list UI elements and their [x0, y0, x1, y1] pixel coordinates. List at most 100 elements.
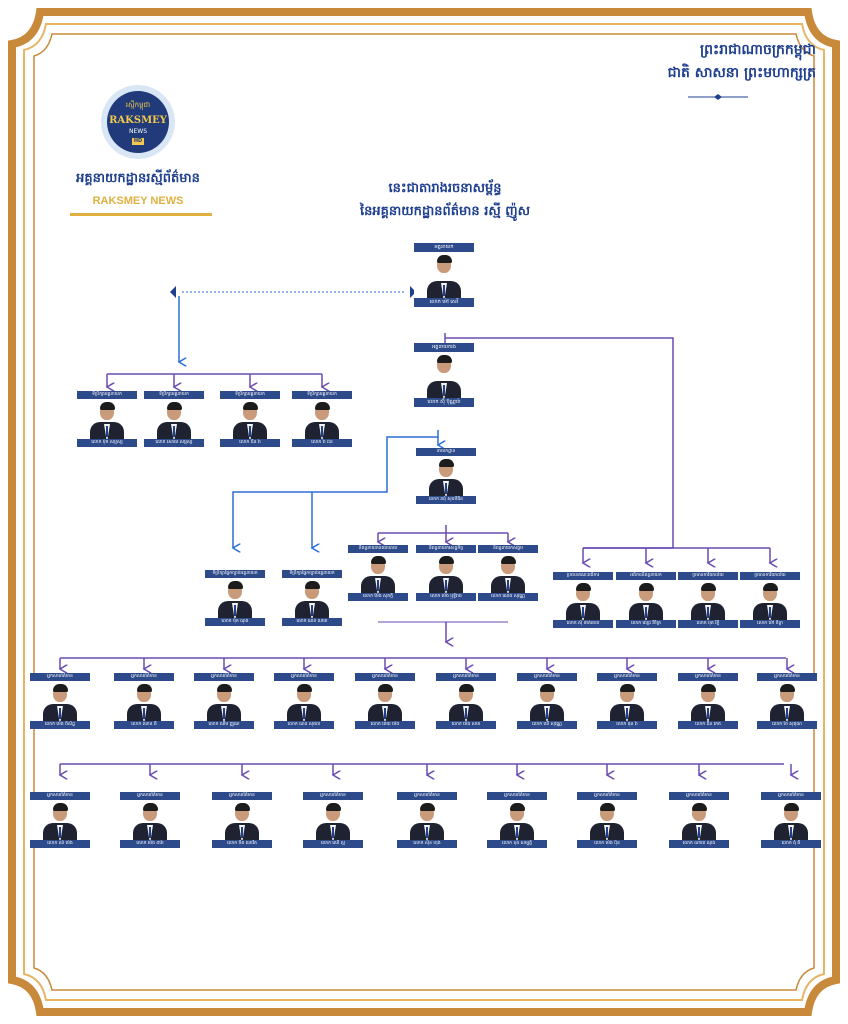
- staff-name: លោក ឈឹម ញ្ញណ: [194, 721, 254, 729]
- staff-name: លោក ម៉េង ឫទ្ធិរាជ: [416, 593, 476, 601]
- staff-card-reporter-b8: អ្នកសារព័ត៌មានលោក ណាយ ណុង: [669, 792, 729, 848]
- staff-card-reporter-a1: អ្នកសារព័ត៌មានលោក ម៉េង ពិសិដ្ឋ: [30, 673, 90, 729]
- staff-photo: [740, 580, 800, 620]
- staff-photo: [553, 580, 613, 620]
- staff-name: លោក ម៉េង ពិសិដ្ឋ: [30, 721, 90, 729]
- staff-card-legal-advisor-1: ទីប្រឹក្សាផ្នែកច្បាប់អគ្គនាយកលោក ម៉ុក ណុ…: [205, 570, 265, 626]
- staff-card-legal-advisor-2: ទីប្រឹក្សាផ្នែកច្បាប់អគ្គនាយកលោក ណន់ ណារ…: [282, 570, 342, 626]
- staff-card-deputy-director: អគ្គនាយករងលោក ស៊ុំ ប៊ុណ្ណារ៉ា: [414, 343, 474, 407]
- staff-card-reporter-b4: អ្នកសារព័ត៌មានលោក ឈើ ល្អ: [303, 792, 363, 848]
- staff-card-inspector-4: ប្រធានការិយាល័យលោក ម៉ៅ ចិន្តា: [740, 572, 800, 628]
- staff-role: ទីប្រឹក្សាអគ្គនាយក: [144, 391, 204, 399]
- staff-name: លោក ម៉ៅ សេរី: [414, 298, 474, 307]
- staff-role: អ្នកសារព័ត៌មាន: [114, 673, 174, 681]
- staff-card-reporter-a3: អ្នកសារព័ត៌មានលោក ឈឹម ញ្ញណ: [194, 673, 254, 729]
- staff-name: លោក ស៊ុ ផាត់ឆាយ: [553, 620, 613, 628]
- staff-photo: [120, 800, 180, 840]
- staff-photo: [274, 681, 334, 721]
- staff-card-advisor-3: ទីប្រឹក្សាអគ្គនាយកលោក ជិន រ៉ា: [220, 391, 280, 447]
- staff-card-reporter-b7: អ្នកសារព័ត៌មានលោក ម៉េង ប៊ុន: [577, 792, 637, 848]
- staff-photo: [517, 681, 577, 721]
- staff-role: អ្នកសារព័ត៌មាន: [517, 673, 577, 681]
- staff-role: អ្នកសារព័ត៌មាន: [120, 792, 180, 800]
- staff-card-advisor-4: ទីប្រឹក្សាអគ្គនាយកលោក រ៉ា ជន: [292, 391, 352, 447]
- staff-card-reporter-a5: អ្នកសារព័ត៌មានលោក ពេយ ម៉េង: [355, 673, 415, 729]
- staff-photo: [303, 800, 363, 840]
- staff-card-reporter-b2: អ្នកសារព័ត៌មានលោក ម៉េង ដារ៉ា: [120, 792, 180, 848]
- staff-photo: [669, 800, 729, 840]
- staff-name: លោក ឈុំ សុខមីធីន: [416, 496, 476, 504]
- staff-card-inspector-1: ប្រធានគណៈអធិការលោក ស៊ុ ផាត់ឆាយ: [553, 572, 613, 628]
- staff-name: លោក ឃើ សុវណ្ណ: [517, 721, 577, 729]
- staff-photo: [348, 553, 408, 593]
- staff-photo: [416, 553, 476, 593]
- staff-name: លោក ថិត ឈាវិត: [212, 840, 272, 848]
- staff-card-reporter-a7: អ្នកសារព័ត៌មានលោក ឃើ សុវណ្ណ: [517, 673, 577, 729]
- staff-name: លោក ណន់ ណារា: [282, 618, 342, 626]
- staff-photo: [30, 681, 90, 721]
- staff-name: លោក ថៃ សុគុណ: [757, 721, 817, 729]
- staff-card-reporter-b3: អ្នកសារព័ត៌មានលោក ថិត ឈាវិត: [212, 792, 272, 848]
- brand-name-khmer: អគ្គនាយកដ្ឋានរស្មីព័ត៌មាន: [76, 171, 200, 186]
- staff-photo: [757, 681, 817, 721]
- staff-role: អ្នកសារព័ត៌មាន: [577, 792, 637, 800]
- staff-role: អ្នកសារព័ត៌មាន: [757, 673, 817, 681]
- staff-role: ប្រធានគណៈអធិការ: [553, 572, 613, 580]
- staff-photo: [144, 399, 204, 439]
- staff-photo: [414, 252, 474, 298]
- staff-photo: [397, 800, 457, 840]
- staff-name: លោក មុត រិទ្ធី: [678, 620, 738, 628]
- staff-photo: [212, 800, 272, 840]
- staff-role: អធិការនិពន្ធនាយក: [616, 572, 676, 580]
- staff-role: ទីប្រឹក្សាអគ្គនាយក: [77, 391, 137, 399]
- staff-card-reporter-a10: អ្នកសារព័ត៌មានលោក ថៃ សុគុណ: [757, 673, 817, 729]
- staff-photo: [220, 399, 280, 439]
- staff-card-reporter-b9: អ្នកសារព័ត៌មានលោក ធុំ ធី: [761, 792, 821, 848]
- staff-name: លោក សោយ សម្ផស្ស: [144, 439, 204, 447]
- staff-role: អគ្គនាយក: [414, 243, 474, 252]
- staff-photo: [114, 681, 174, 721]
- national-motto-line2: ជាតិ សាសនា ព្រះមហាក្សត្រ: [667, 65, 816, 81]
- logo-brand: RAKSMEY: [109, 115, 167, 126]
- chart-title-line2: នៃអគ្គនាយកដ្ឋានព័ត៌មាន រស្មី ញ៉ូស: [360, 204, 530, 219]
- staff-photo: [282, 578, 342, 618]
- logo-top-text: រស្មីកម្ពុជា: [125, 101, 151, 109]
- staff-role: ប្រធានការិយាល័យ: [678, 572, 738, 580]
- staff-name: លោក ពេជ្រ វិចិត្រ: [616, 620, 676, 628]
- chart-title-line1: នេះជាតារាងរចនាសម្ព័ន្ធ: [388, 181, 502, 196]
- staff-photo: [77, 399, 137, 439]
- staff-role: និពន្ធនាយកនយោបាយ: [348, 545, 408, 553]
- line-director-inspectors: [445, 337, 674, 549]
- staff-photo: [577, 800, 637, 840]
- staff-card-reporter-b1: អ្នកសារព័ត៌មានលោក ឈំ ម៉េង: [30, 792, 90, 848]
- staff-photo: [414, 352, 474, 398]
- staff-name: លោក ឈាន ធី: [114, 721, 174, 729]
- staff-photo: [30, 800, 90, 840]
- logo-hd-badge: HD: [132, 138, 144, 145]
- staff-card-editor-2: និពន្ធនាយកសេដ្ឋកិច្ចលោក ម៉េង ឫទ្ធិរាជ: [416, 545, 476, 601]
- staff-card-inspector-3: ប្រធានការិយាល័យលោក មុត រិទ្ធី: [678, 572, 738, 628]
- staff-card-editor-3: និពន្ធនាយកសង្គមលោក ណេង សុវណ្ណ: [478, 545, 538, 601]
- staff-role: ទីប្រឹក្សាផ្នែកច្បាប់អគ្គនាយក: [282, 570, 342, 578]
- staff-role: ទីប្រឹក្សាអគ្គនាយក: [292, 391, 352, 399]
- staff-photo: [416, 456, 476, 496]
- staff-photo: [205, 578, 265, 618]
- staff-photo: [436, 681, 496, 721]
- staff-photo: [194, 681, 254, 721]
- staff-role: អ្នកសារព័ត៌មាន: [436, 673, 496, 681]
- staff-name: លោក ម៉ុក ណុង: [205, 618, 265, 626]
- staff-name: លោក ម៉ែង សុភក្តិ: [348, 593, 408, 601]
- staff-name: លោក ពេយ ម៉េង: [355, 721, 415, 729]
- staff-card-advisor-1: ទីប្រឹក្សាអគ្គនាយកលោក ម៉ុក សម្ផស្ស: [77, 391, 137, 447]
- staff-photo: [616, 580, 676, 620]
- staff-photo: [292, 399, 352, 439]
- staff-card-reporter-a2: អ្នកសារព័ត៌មានលោក ឈាន ធី: [114, 673, 174, 729]
- staff-photo: [597, 681, 657, 721]
- staff-name: លោក ឈំ ម៉េង: [30, 840, 90, 848]
- staff-name: លោក ស៊ុន ហុង: [397, 840, 457, 848]
- brand-name-english: RAKSMEY NEWS: [92, 195, 184, 207]
- staff-photo: [487, 800, 547, 840]
- staff-name: លោក ម៉េង សាត: [436, 721, 496, 729]
- logo-news: NEWS: [128, 128, 148, 135]
